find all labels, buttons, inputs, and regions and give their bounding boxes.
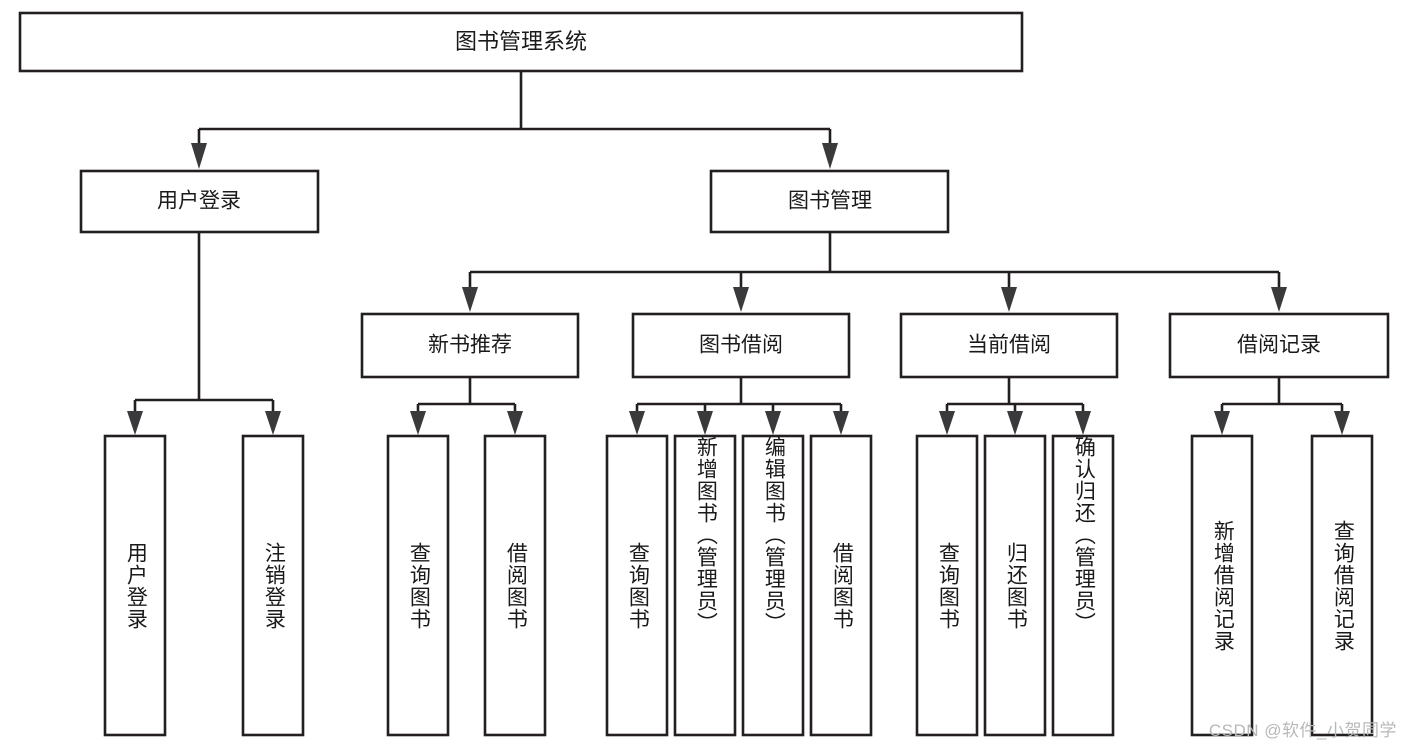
node-borrow-record-label: 借阅记录 [1237, 334, 1321, 357]
node-current-borrow-label: 当前借阅 [967, 334, 1051, 357]
node-borrow-record[interactable]: 借阅记录 [1168, 312, 1390, 379]
node-book-borrow[interactable]: 图书借阅 [631, 312, 851, 379]
node-user-login-box[interactable] [79, 169, 320, 234]
leaf-box[interactable] [1190, 434, 1254, 737]
node-current-borrow[interactable]: 当前借阅 [899, 312, 1119, 379]
connectors-root-to-level1 [191, 71, 838, 169]
node-root-label: 图书管理系统 [455, 29, 587, 54]
leaf-box[interactable] [103, 434, 167, 737]
node-book-management-box[interactable] [709, 169, 950, 234]
node-borrow-record-box[interactable] [1168, 312, 1390, 379]
node-user-login-label: 用户登录 [157, 190, 241, 213]
leaf-box[interactable] [673, 434, 737, 737]
arrow-head-icon [507, 411, 523, 435]
arrow-head-icon [765, 411, 781, 435]
arrow-head-icon [1007, 411, 1023, 435]
node-new-book-recommend-label: 新书推荐 [428, 334, 512, 357]
arrow-head-icon [462, 287, 478, 312]
connectors-borrow-record-to-leaves [1214, 377, 1350, 435]
leaf-box[interactable] [983, 434, 1047, 737]
arrow-head-icon [1334, 411, 1350, 435]
leaf-box[interactable] [915, 434, 979, 737]
leaf-box[interactable] [241, 434, 305, 737]
leaf-box[interactable] [386, 434, 450, 737]
node-current-borrow-box[interactable] [899, 312, 1119, 379]
leaf-box[interactable] [809, 434, 873, 737]
arrow-head-icon [1075, 411, 1091, 435]
connectors-book-mgmt-to-level2 [462, 232, 1287, 312]
leaf-box[interactable] [741, 434, 805, 737]
leaf-boxes [103, 434, 1374, 737]
node-new-book-recommend[interactable]: 新书推荐 [360, 312, 580, 379]
arrow-head-icon [265, 411, 281, 435]
node-book-borrow-label: 图书借阅 [699, 334, 783, 357]
node-book-management[interactable]: 图书管理 [709, 169, 950, 234]
connectors-current-borrow-to-leaves [939, 377, 1091, 435]
arrow-head-icon [191, 143, 207, 169]
connectors-user-login-to-leaves [127, 232, 281, 435]
arrow-head-icon [127, 411, 143, 435]
arrow-head-icon [1214, 411, 1230, 435]
node-book-management-label: 图书管理 [788, 190, 872, 213]
arrow-head-icon [697, 411, 713, 435]
leaf-box[interactable] [605, 434, 669, 737]
arrow-head-icon [822, 143, 838, 169]
csdn-watermark: CSDN @软件_小贺同学 [1208, 721, 1397, 740]
node-root[interactable]: 图书管理系统 [18, 11, 1024, 73]
node-book-borrow-box[interactable] [631, 312, 851, 379]
node-new-book-recommend-box[interactable] [360, 312, 580, 379]
connectors-new-book-rec-to-leaves [410, 377, 523, 435]
leaf-box[interactable] [483, 434, 547, 737]
node-user-login[interactable]: 用户登录 [79, 169, 320, 234]
leaf-box[interactable] [1310, 434, 1374, 737]
arrow-head-icon [1271, 287, 1287, 312]
arrow-head-icon [733, 287, 749, 312]
leaf-box[interactable] [1051, 434, 1115, 737]
connectors-book-borrow-to-leaves [629, 377, 849, 435]
arrow-head-icon [1001, 287, 1017, 312]
arrow-head-icon [833, 411, 849, 435]
arrow-head-icon [410, 411, 426, 435]
arrow-head-icon [939, 411, 955, 435]
arrow-head-icon [629, 411, 645, 435]
node-root-box[interactable] [18, 11, 1024, 73]
